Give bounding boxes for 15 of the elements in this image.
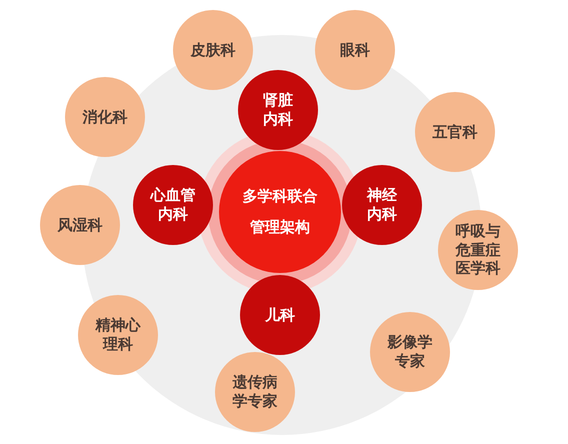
- department-label: 管理架构: [249, 218, 311, 237]
- department-label: 影像学专家: [386, 333, 434, 371]
- department-label: 风湿科: [56, 216, 104, 234]
- department-label: 多学科联合: [242, 187, 318, 206]
- department-label: 肾脏内科: [262, 91, 294, 129]
- department-label: 眼科: [339, 40, 371, 60]
- department-label: 呼吸与危重症医学科: [454, 222, 502, 278]
- department-label: 皮肤科: [189, 40, 236, 60]
- department-label: 消化科: [82, 108, 128, 126]
- department-label: 神经内科: [366, 186, 398, 224]
- department-label: 儿科: [264, 306, 296, 324]
- department-label: 精神心理科: [94, 316, 142, 354]
- department-label: 遗传病学专家: [232, 373, 278, 411]
- department-label: 心血管内科: [149, 186, 196, 224]
- department-label: 五官科: [432, 122, 478, 142]
